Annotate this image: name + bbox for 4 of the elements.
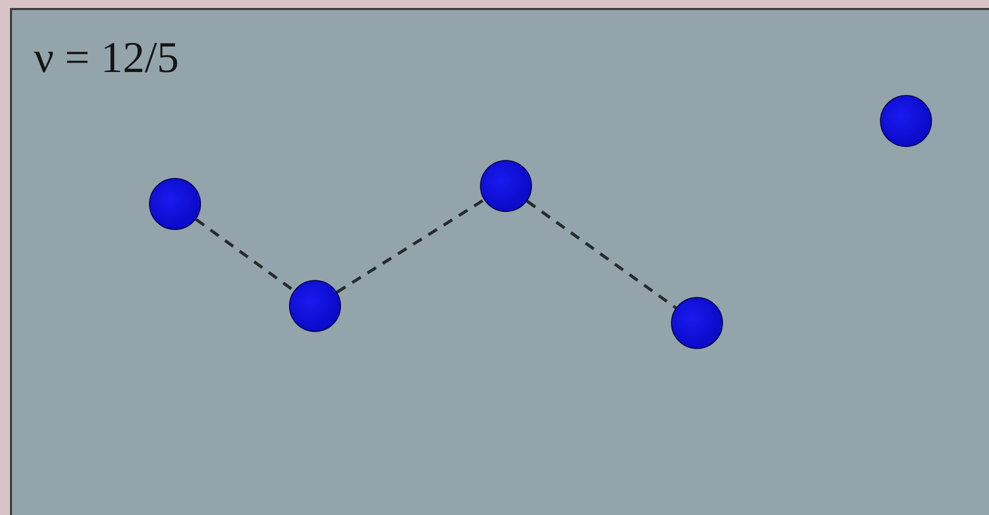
dashed-line (526, 200, 677, 310)
dashed-line (336, 198, 485, 294)
dashed-line (195, 218, 295, 292)
filling-factor-label: ν = 12/5 (34, 36, 179, 80)
